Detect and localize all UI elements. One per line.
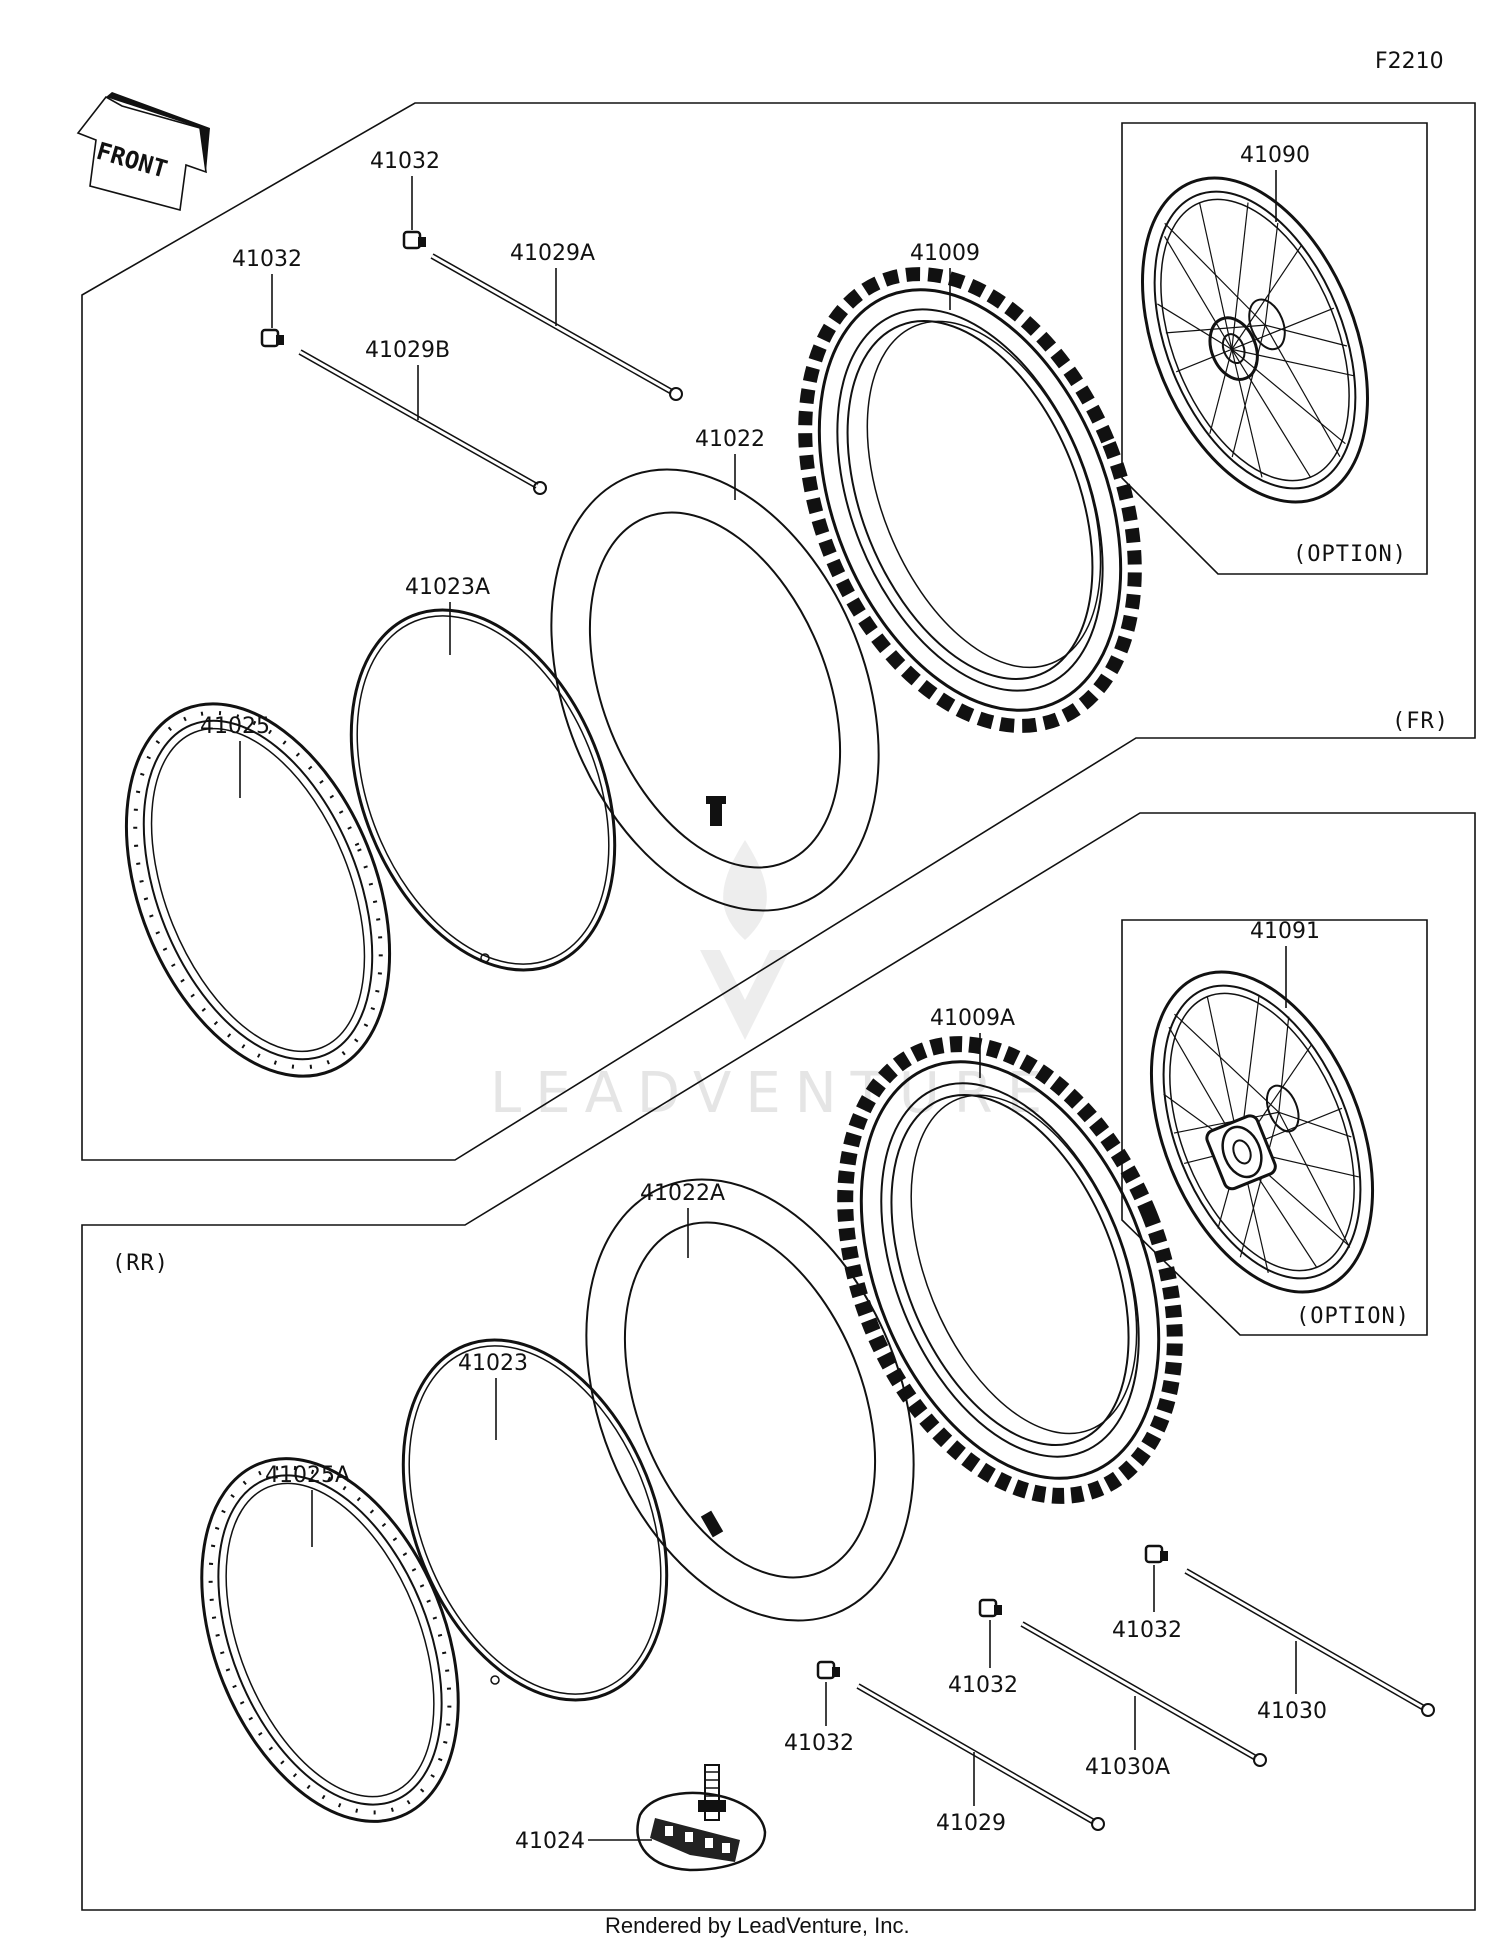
rim-41025	[124, 702, 392, 1078]
watermark: LEADVENTURE	[490, 840, 1056, 1126]
label-41091: 41091	[1250, 919, 1320, 944]
label-41024: 41024	[515, 1829, 585, 1854]
inner-tube-41022	[550, 468, 880, 912]
label-41032-rr-c: 41032	[784, 1731, 854, 1756]
label-41090: 41090	[1240, 143, 1310, 168]
label-41032-fr-b: 41032	[232, 247, 302, 272]
label-41023A: 41023A	[405, 575, 490, 600]
label-41030: 41030	[1257, 1699, 1327, 1724]
rim-lock-41024	[636, 1764, 767, 1872]
label-41032-rr-a: 41032	[1112, 1618, 1182, 1643]
label-41032-fr-a: 41032	[370, 149, 440, 174]
label-41022A: 41022A	[640, 1181, 725, 1206]
label-41029A: 41029A	[510, 241, 595, 266]
label-41022: 41022	[695, 427, 765, 452]
option-box-rear	[1121, 919, 1428, 1336]
nipple-41032-rr-a	[1144, 1544, 1168, 1564]
label-41023: 41023	[458, 1351, 528, 1376]
spoke-41030A	[1020, 1621, 1267, 1767]
spoke-41029	[856, 1683, 1105, 1831]
label-41030A: 41030A	[1085, 1755, 1170, 1780]
knobby-tire-41009A	[837, 1036, 1183, 1504]
label-41025: 41025	[200, 714, 270, 739]
front-arrow-icon: FRONT	[76, 92, 210, 212]
spoke-41030	[1184, 1568, 1435, 1717]
valve-stem-icon	[706, 796, 726, 826]
diagram-code: F2210	[1375, 49, 1444, 74]
watermark-text: LEADVENTURE	[490, 1061, 1056, 1126]
section-front-label: (FR)	[1392, 709, 1449, 734]
rim-band-41023	[401, 1338, 669, 1702]
label-41029B: 41029B	[365, 338, 450, 363]
spoked-wheel-41090	[1141, 176, 1369, 504]
knobby-tire-41009	[798, 267, 1142, 733]
rim-41025A	[200, 1457, 460, 1823]
front-section-frame	[81, 102, 1476, 1161]
nipple-41032-fr-a	[402, 230, 426, 250]
inner-tube-41022A	[585, 1178, 915, 1622]
spoke-41029B	[298, 349, 547, 495]
label-41009: 41009	[910, 241, 980, 266]
nipple-41032-rr-b	[978, 1598, 1002, 1618]
option-label-rear: (OPTION)	[1296, 1304, 1410, 1329]
section-rear-label: (RR)	[112, 1251, 169, 1276]
label-41009A: 41009A	[930, 1006, 1015, 1031]
footer-credit: Rendered by LeadVenture, Inc.	[605, 1913, 910, 1938]
option-box-front	[1121, 122, 1428, 575]
nipple-41032-fr-b	[260, 328, 284, 348]
label-41032-rr-b: 41032	[948, 1673, 1018, 1698]
option-label-front: (OPTION)	[1293, 542, 1407, 567]
spoked-wheel-41091	[1149, 970, 1375, 1294]
valve-stem-rear-icon	[700, 1510, 724, 1538]
label-41029: 41029	[936, 1811, 1006, 1836]
nipple-41032-rr-c	[816, 1660, 840, 1680]
rim-band-41023A	[349, 608, 617, 972]
front-label: FRONT	[93, 137, 170, 184]
spoke-41029A	[430, 253, 683, 401]
rear-section-frame	[81, 812, 1476, 1911]
label-41025A: 41025A	[265, 1463, 350, 1488]
